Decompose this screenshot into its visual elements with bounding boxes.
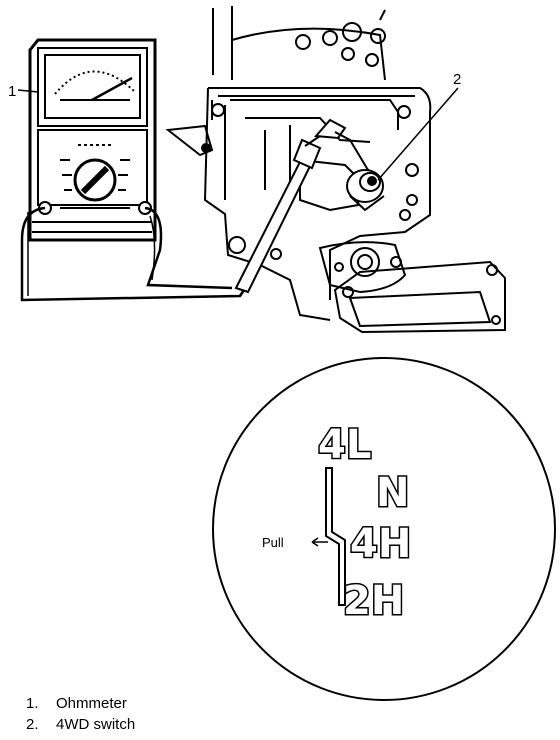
meter-needle (91, 76, 133, 102)
legend-number: 2. (26, 716, 39, 733)
gear-4h: 4H (350, 521, 411, 567)
legend: 1. Ohmmeter 2. 4WD switch (26, 693, 135, 735)
legend-text: 4WD switch (56, 716, 136, 733)
pull-arrow (311, 537, 328, 547)
shift-pattern-inset: Pull 4L N 4H 2H (212, 357, 556, 701)
legend-item: 1. Ohmmeter (26, 693, 135, 714)
legend-number: 1. (26, 695, 39, 712)
pull-label: Pull (262, 535, 284, 550)
callout-number-2: 2 (453, 71, 461, 88)
callout-number-1: 1 (8, 83, 16, 100)
gear-n: N (376, 470, 409, 516)
shift-gate (325, 467, 346, 606)
legend-text: Ohmmeter (56, 695, 127, 712)
legend-item: 2. 4WD switch (26, 714, 135, 735)
gear-2h: 2H (343, 578, 404, 624)
gear-4l: 4L (318, 422, 371, 468)
test-leads (20, 206, 246, 302)
test-probe (234, 118, 369, 294)
inset-circle (212, 357, 556, 701)
ohmmeter (28, 38, 157, 242)
transfer-case-housing (165, 6, 506, 334)
callout-1: 1 (8, 83, 39, 100)
callout-2: 2 (377, 71, 461, 181)
4wd-switch (346, 169, 385, 212)
